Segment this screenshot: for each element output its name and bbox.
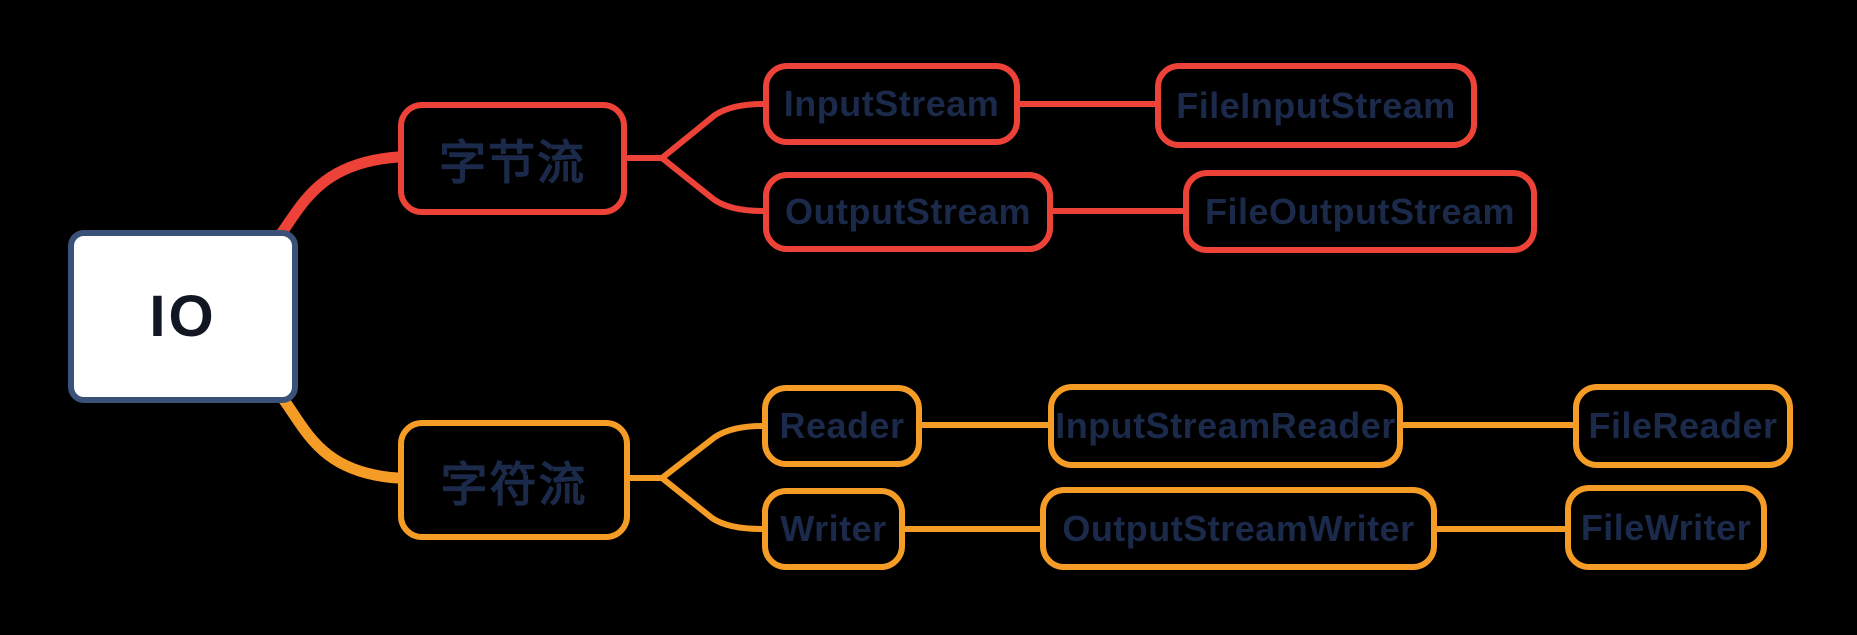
node-outputstream[interactable]: OutputStream (763, 172, 1053, 252)
link-io-byte-stream (272, 151, 404, 244)
link-fork-inputstream (659, 101, 766, 161)
node-filereader[interactable]: FileReader (1573, 384, 1793, 468)
link-fork-outputstream (659, 155, 766, 214)
node-reader[interactable]: Reader (762, 385, 922, 467)
node-inputstreamreader[interactable]: InputStreamReader (1048, 384, 1403, 468)
node-filewriter[interactable]: FileWriter (1565, 485, 1767, 570)
node-writer[interactable]: Writer (762, 488, 905, 570)
node-fileinputstream[interactable]: FileInputStream (1155, 63, 1477, 148)
node-outputstreamwriter[interactable]: OutputStreamWriter (1040, 487, 1437, 570)
node-io[interactable]: IO (68, 230, 298, 403)
node-fileoutputstream[interactable]: FileOutputStream (1183, 170, 1537, 253)
node-char-stream[interactable]: 字符流 (398, 420, 630, 540)
node-inputstream[interactable]: InputStream (763, 63, 1020, 145)
link-fork-reader (659, 423, 765, 481)
link-io-char-stream (275, 390, 404, 484)
link-fork-writer (659, 475, 765, 532)
node-byte-stream[interactable]: 字节流 (398, 102, 627, 215)
